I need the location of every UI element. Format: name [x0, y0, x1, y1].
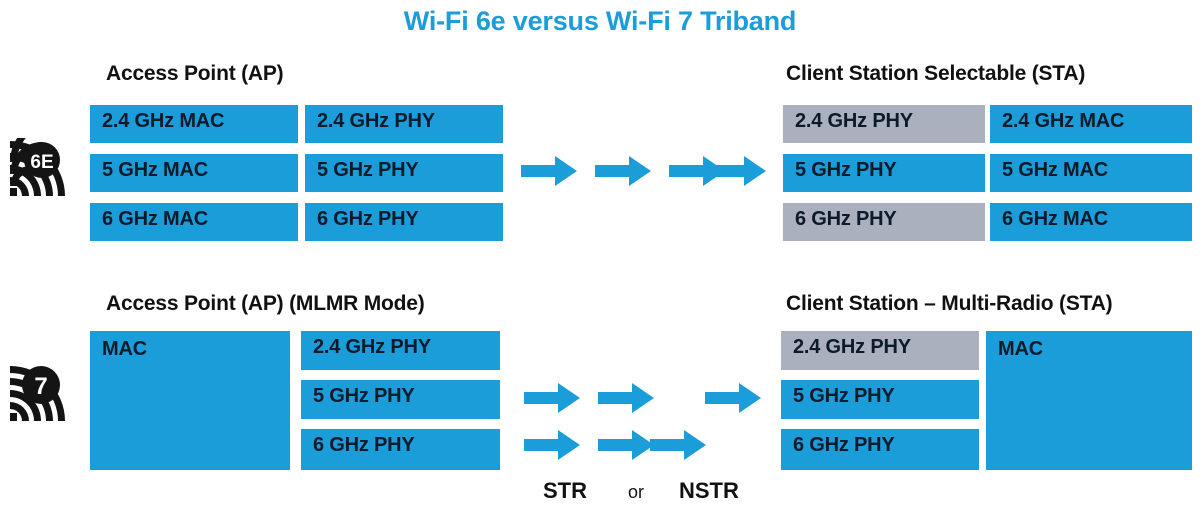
box-label: 2.4 GHz MAC — [102, 110, 225, 132]
box-sta6e-phy-5: 5 GHz PHY — [783, 154, 985, 192]
heading-wifi7-sta: Client Station – Multi-Radio (STA) — [786, 292, 1113, 315]
right-arrow-icon — [524, 430, 580, 460]
box-label: 6 GHz PHY — [795, 208, 897, 230]
caption-str: STR — [543, 478, 587, 503]
box-sta6e-phy-6: 6 GHz PHY — [783, 203, 985, 241]
box-label: 5 GHz MAC — [1002, 159, 1108, 181]
box-ap6e-mac-24: 2.4 GHz MAC — [90, 105, 298, 143]
box-label: 5 GHz PHY — [795, 159, 897, 181]
box-label: 6 GHz PHY — [793, 434, 895, 456]
box-sta6e-mac-6: 6 GHz MAC — [990, 203, 1192, 241]
box-ap6e-mac-5: 5 GHz MAC — [90, 154, 298, 192]
right-arrow-icon — [598, 383, 654, 413]
box-label: 2.4 GHz PHY — [793, 336, 911, 358]
right-arrow-icon — [524, 383, 580, 413]
box-label: 6 GHz MAC — [102, 208, 208, 230]
box-label: 5 GHz MAC — [102, 159, 208, 181]
wifi-6e-logo-icon: 6E — [6, 138, 68, 200]
page-title: Wi-Fi 6e versus Wi-Fi 7 Triband — [403, 6, 797, 36]
right-arrow-icon — [521, 156, 577, 186]
right-arrow-icon — [598, 430, 654, 460]
box-ap6e-mac-6: 6 GHz MAC — [90, 203, 298, 241]
box-label: 6 GHz PHY — [317, 208, 419, 230]
heading-wifi7-ap: Access Point (AP) (MLMR Mode) — [106, 292, 425, 315]
svg-text:6E: 6E — [30, 152, 53, 173]
box-sta7-phy-6: 6 GHz PHY — [781, 429, 979, 470]
right-arrow-icon — [705, 383, 761, 413]
box-sta6e-phy-24: 2.4 GHz PHY — [783, 105, 985, 143]
caption-or: or — [628, 482, 645, 502]
box-label: MAC — [998, 338, 1043, 360]
box-label: 6 GHz MAC — [1002, 208, 1108, 230]
box-label: 5 GHz PHY — [793, 385, 895, 407]
box-ap7-phy-6: 6 GHz PHY — [301, 429, 500, 470]
box-sta6e-mac-24: 2.4 GHz MAC — [990, 105, 1192, 143]
box-ap7-phy-5: 5 GHz PHY — [301, 380, 500, 419]
box-label: 2.4 GHz PHY — [313, 336, 431, 358]
box-sta7-mac: MAC — [986, 331, 1192, 470]
right-arrow-icon — [650, 430, 706, 460]
box-ap6e-phy-5: 5 GHz PHY — [305, 154, 503, 192]
right-arrow-icon — [595, 156, 651, 186]
right-arrow-icon — [669, 156, 725, 186]
box-label: MAC — [102, 338, 147, 360]
heading-wifi6e-sta: Client Station Selectable (STA) — [786, 62, 1086, 85]
box-label: 2.4 GHz MAC — [1002, 110, 1125, 132]
box-label: 2.4 GHz PHY — [795, 110, 913, 132]
box-label: 5 GHz PHY — [317, 159, 419, 181]
box-ap6e-phy-6: 6 GHz PHY — [305, 203, 503, 241]
svg-text:7: 7 — [34, 373, 47, 400]
box-sta6e-mac-5: 5 GHz MAC — [990, 154, 1192, 192]
box-sta7-phy-5: 5 GHz PHY — [781, 380, 979, 419]
box-label: 2.4 GHz PHY — [317, 110, 435, 132]
heading-wifi6e-ap: Access Point (AP) — [106, 62, 284, 85]
wifi-7-logo-icon: 7 — [6, 363, 68, 425]
box-ap7-phy-24: 2.4 GHz PHY — [301, 331, 500, 370]
box-label: 5 GHz PHY — [313, 385, 415, 407]
caption-nstr: NSTR — [679, 478, 739, 503]
box-sta7-phy-24: 2.4 GHz PHY — [781, 331, 979, 370]
box-ap6e-phy-24: 2.4 GHz PHY — [305, 105, 503, 143]
box-ap7-mac: MAC — [90, 331, 290, 470]
box-label: 6 GHz PHY — [313, 434, 415, 456]
right-arrow-icon — [710, 156, 766, 186]
